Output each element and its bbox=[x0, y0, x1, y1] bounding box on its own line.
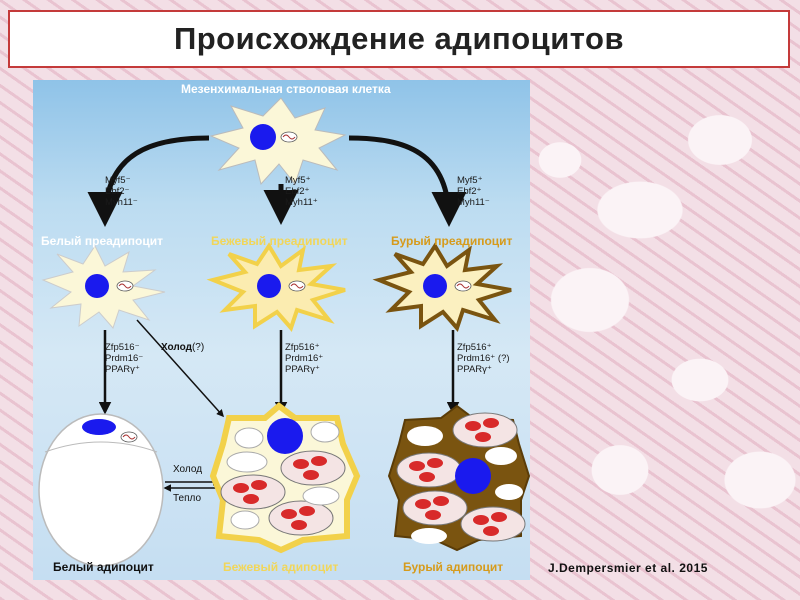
diagram-panel: Мезенхимальная стволовая клетка Myf5⁻Ebf… bbox=[33, 80, 530, 580]
citation: J.Dempersmier et al. 2015 bbox=[548, 561, 708, 575]
white-preadipocyte bbox=[41, 245, 166, 329]
beige-preadipocyte-label: Бежевый преадипоцит bbox=[211, 234, 348, 248]
title-box: Происхождение адипоцитов bbox=[8, 10, 790, 68]
stem-cell bbox=[209, 97, 347, 186]
arrow-brown bbox=[348, 135, 467, 227]
arrow-white bbox=[87, 135, 210, 227]
markers-bottom-brown: Zfp516⁺Prdm16⁺ (?)PPARγ⁺ bbox=[457, 342, 510, 375]
markers-bottom-white: Zfp516⁻Prdm16⁻PPARγ⁺ bbox=[105, 342, 144, 375]
beige-preadipocyte bbox=[206, 242, 346, 332]
brown-preadipocyte bbox=[372, 242, 512, 332]
diagram-svg bbox=[38, 97, 530, 567]
markers-top-beige: Myf5⁺Ebf2⁺Myh11⁺ bbox=[285, 175, 318, 208]
white-adipocyte-label: Белый адипоцит bbox=[53, 560, 154, 574]
white-adipocyte bbox=[38, 413, 164, 567]
stem-cell-label: Мезенхимальная стволовая клетка bbox=[181, 82, 391, 96]
cold-question-label: Холод(?) bbox=[161, 342, 205, 353]
heat-label: Тепло bbox=[173, 493, 202, 504]
page-title: Происхождение адипоцитов bbox=[173, 21, 625, 56]
beige-adipocyte bbox=[209, 402, 361, 554]
cold-label: Холод bbox=[173, 464, 203, 475]
markers-top-white: Myf5⁻Ebf2⁻Myh11⁻ bbox=[105, 175, 138, 208]
brown-adipocyte-label: Бурый адипоцит bbox=[403, 560, 504, 574]
markers-top-brown: Myf5⁺Ebf2⁺Myh11⁻ bbox=[457, 175, 490, 208]
arrow-cold-diagonal bbox=[136, 319, 225, 418]
brown-preadipocyte-label: Бурый преадипоцит bbox=[391, 234, 513, 248]
markers-bottom-beige: Zfp516⁺Prdm16⁺PPARγ⁺ bbox=[285, 342, 324, 375]
beige-adipocyte-label: Бежевый адипоцит bbox=[223, 560, 339, 574]
brown-adipocyte bbox=[387, 404, 530, 552]
nucleus-icon bbox=[250, 124, 276, 150]
white-preadipocyte-label: Белый преадипоцит bbox=[41, 234, 164, 248]
